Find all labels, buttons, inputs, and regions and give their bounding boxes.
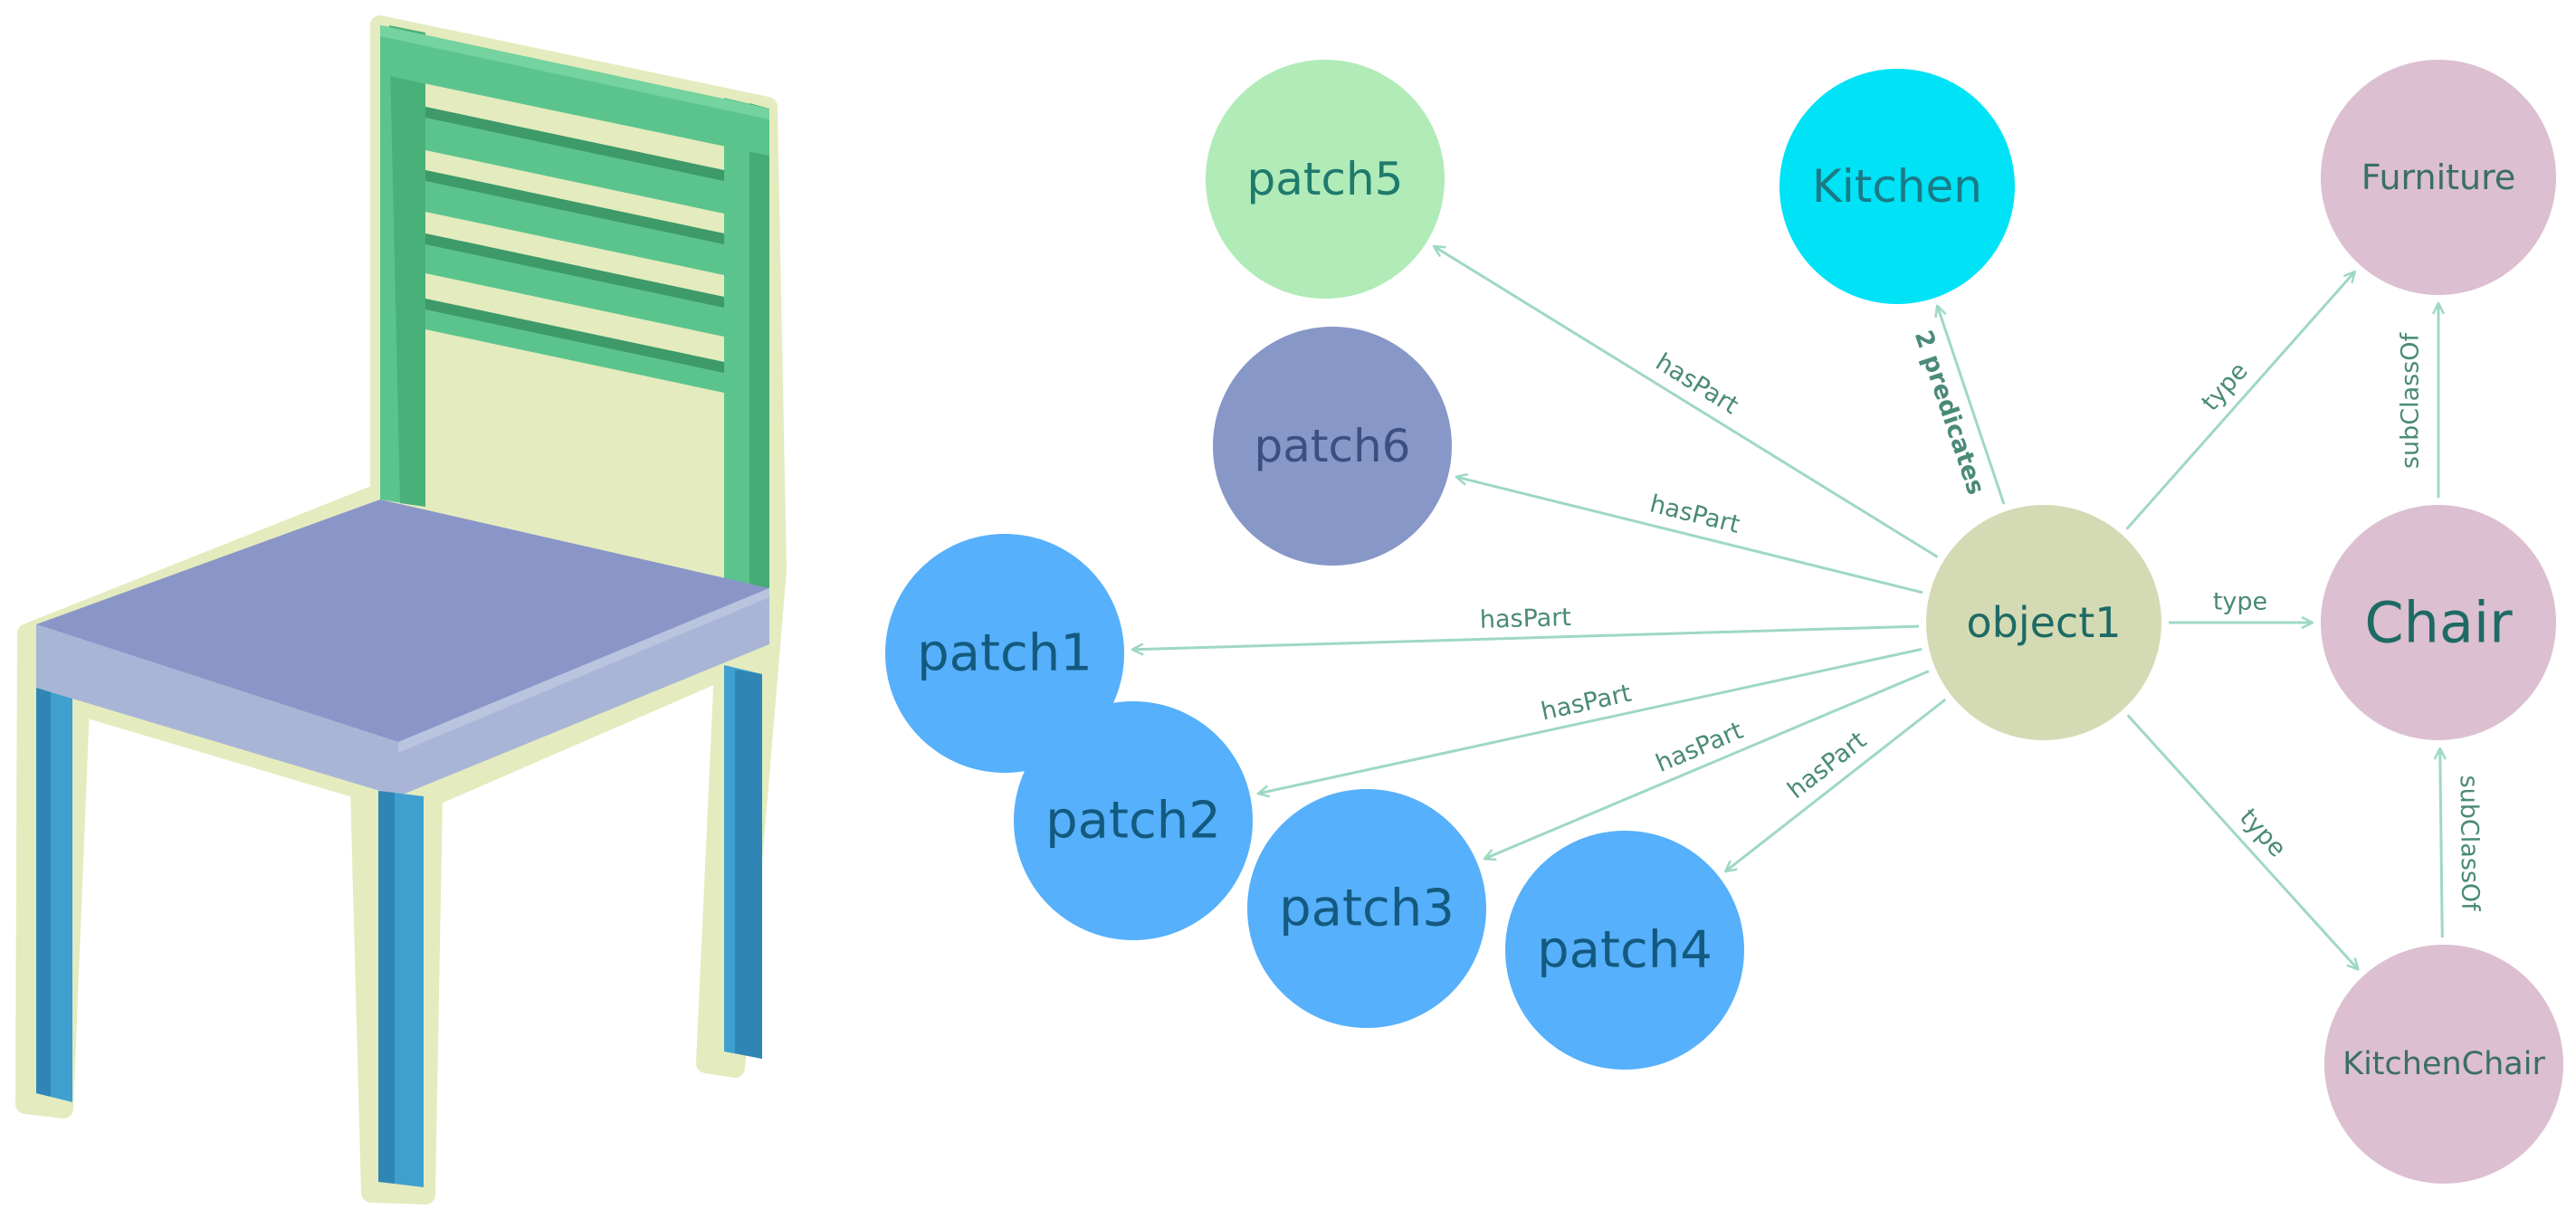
node-patch4 bbox=[1505, 831, 1744, 1070]
node-label-patch5: patch5 bbox=[1247, 153, 1404, 205]
edge-label-object1-patch6: hasPart bbox=[1647, 490, 1743, 538]
edge-label-object1-chair: type bbox=[2213, 588, 2267, 616]
edge-object1-patch6 bbox=[1457, 477, 1923, 595]
graph-nodes: patch5patch6patch1patch2patch3patch4Kitc… bbox=[885, 60, 2563, 1184]
edge-label-object1-kitchen: 2 predicates bbox=[1909, 327, 1990, 498]
chair-backrest bbox=[380, 25, 769, 588]
edge-label-chair-furniture: subClassOf bbox=[2397, 331, 2425, 469]
edge-label-object1-furniture: type bbox=[2197, 357, 2254, 417]
node-label-kitchenchair: KitchenChair bbox=[2342, 1046, 2545, 1082]
chair-front-leg-left-shade bbox=[36, 688, 51, 1097]
node-label-patch3: patch3 bbox=[1279, 880, 1455, 938]
node-label-patch6: patch6 bbox=[1255, 420, 1411, 472]
node-label-patch4: patch4 bbox=[1537, 921, 1713, 980]
edge-label-object1-patch2: hasPart bbox=[1539, 680, 1634, 727]
edge-label-object1-patch1: hasPart bbox=[1479, 604, 1571, 634]
node-patch5 bbox=[1206, 60, 1445, 299]
edge-object1-patch1 bbox=[1133, 624, 1920, 650]
node-label-chair: Chair bbox=[2364, 590, 2513, 656]
edge-object1-furniture bbox=[2125, 272, 2355, 530]
node-label-patch2: patch2 bbox=[1045, 792, 1221, 851]
chair-illustration bbox=[15, 15, 787, 1204]
node-furniture bbox=[2321, 60, 2556, 295]
node-kitchen bbox=[1779, 69, 2015, 304]
edge-object1-patch3 bbox=[1485, 670, 1930, 859]
node-patch1 bbox=[885, 534, 1124, 773]
edge-object1-kitchen bbox=[1938, 307, 2006, 505]
node-label-furniture: Furniture bbox=[2361, 157, 2516, 197]
edge-kitchenchair-chair bbox=[2440, 749, 2443, 938]
node-object1 bbox=[1926, 505, 2161, 740]
node-patch6 bbox=[1213, 327, 1452, 566]
node-label-patch1: patch1 bbox=[917, 624, 1092, 683]
node-chair bbox=[2321, 505, 2556, 740]
edge-label-object1-kitchenchair: type bbox=[2234, 804, 2291, 863]
edge-object1-kitchenchair bbox=[2126, 714, 2358, 968]
chair-back-leg-right-shade bbox=[735, 670, 762, 1059]
node-patch2 bbox=[1014, 701, 1253, 940]
edge-label-kitchenchair-chair: subClassOf bbox=[2455, 775, 2485, 912]
node-label-object1: object1 bbox=[1966, 598, 2121, 647]
chair-front-leg-center-shade bbox=[378, 791, 395, 1184]
edge-object1-patch5 bbox=[1435, 247, 1939, 558]
edge-object1-patch2 bbox=[1259, 647, 1922, 793]
node-patch3 bbox=[1247, 789, 1486, 1028]
node-kitchenchair bbox=[2324, 945, 2563, 1184]
node-label-kitchen: Kitchen bbox=[1812, 160, 1982, 213]
chair-seat bbox=[36, 500, 769, 796]
edge-object1-patch4 bbox=[1726, 698, 1947, 871]
